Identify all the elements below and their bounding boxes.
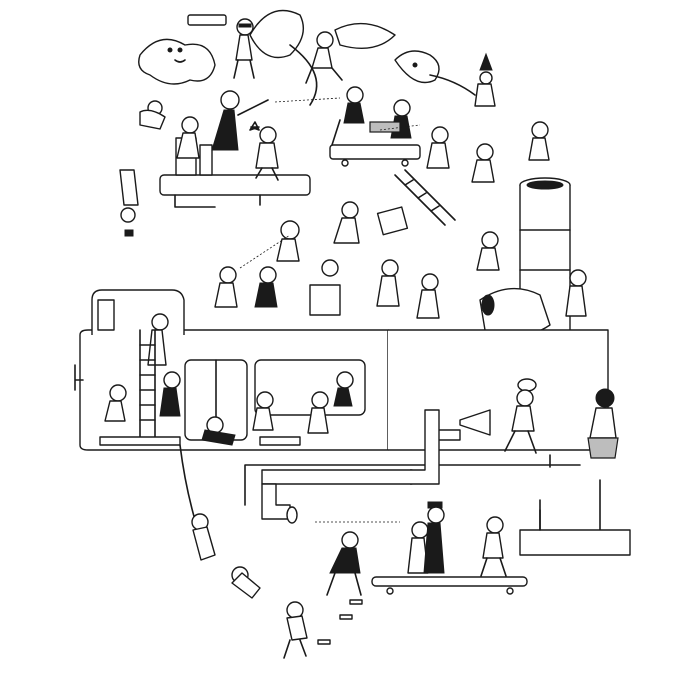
chef-fight-group (504, 378, 619, 468)
sliding-ladder (394, 169, 456, 226)
hanging-sign (187, 14, 227, 26)
figure-floating-glasses (233, 18, 255, 79)
figures-scooter-group (343, 86, 412, 139)
figures-right-top-group (426, 121, 550, 183)
train-roof-dome (91, 289, 185, 335)
brawl-upper-left (139, 90, 279, 181)
figure-falling-left (119, 169, 139, 237)
train-step-platform (99, 436, 301, 446)
stepping-stones (317, 599, 363, 645)
ghost-long-tail (249, 9, 318, 106)
upper-left-platform (159, 137, 311, 208)
dangling-chain-figures (191, 513, 308, 659)
bottom-shootout-group (326, 501, 507, 596)
dangling-rope (179, 444, 196, 521)
brawl-inside-train (104, 313, 354, 446)
lower-pipe-system (244, 409, 601, 541)
ray-beam-4 (379, 124, 421, 131)
ray-beam-1 (274, 97, 341, 103)
tub-platform-right (519, 509, 631, 556)
upper-mid-platform (329, 119, 421, 167)
ghost-group-top-left (138, 38, 216, 85)
train-ladder (139, 329, 156, 441)
bottom-skate-platform (371, 576, 528, 595)
figure-flying-with-ghost (305, 22, 396, 84)
cannon-pipe (479, 287, 551, 338)
brawl-middle-row (214, 201, 587, 319)
ray-beam-2 (239, 234, 291, 269)
ghost-right-with-witch (394, 50, 496, 107)
